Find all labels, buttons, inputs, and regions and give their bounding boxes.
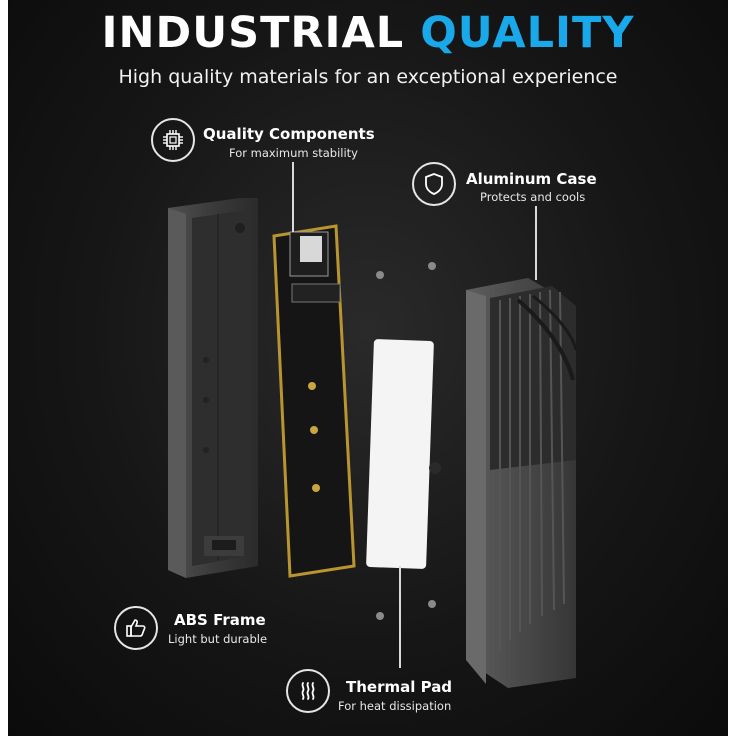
- callout-title: Quality Components: [203, 125, 375, 143]
- pcb-board-part: [272, 224, 356, 578]
- callout-desc: For maximum stability: [229, 146, 358, 160]
- chip-icon: [151, 118, 195, 162]
- leader-line-quality-components: [292, 162, 294, 232]
- heat-waves-icon: [286, 669, 330, 713]
- abs-frame-part: [168, 198, 258, 578]
- headline-main: INDUSTRIAL: [101, 8, 405, 58]
- headline: INDUSTRIAL QUALITY: [8, 8, 728, 58]
- callout-title: Thermal Pad: [346, 678, 453, 696]
- thermal-pad-part: [366, 339, 434, 569]
- aluminum-case-part: [466, 278, 578, 688]
- callout-desc: Light but durable: [168, 632, 268, 646]
- callout-title: Aluminum Case: [466, 170, 597, 188]
- screw-set: [376, 262, 441, 620]
- thumbs-up-icon: [114, 606, 158, 650]
- leader-line-aluminum-case: [535, 206, 537, 280]
- shield-icon: [412, 162, 456, 206]
- product-infographic: INDUSTRIAL QUALITY High quality material…: [8, 0, 728, 736]
- subheadline: High quality materials for an exceptiona…: [118, 66, 618, 88]
- headline-accent: QUALITY: [420, 8, 635, 58]
- callout-desc: For heat dissipation: [338, 699, 452, 713]
- exploded-view-illustration: [168, 198, 578, 688]
- callout-title: ABS Frame: [174, 611, 266, 629]
- callout-desc: Protects and cools: [480, 190, 586, 204]
- leader-line-thermal-pad: [399, 566, 401, 668]
